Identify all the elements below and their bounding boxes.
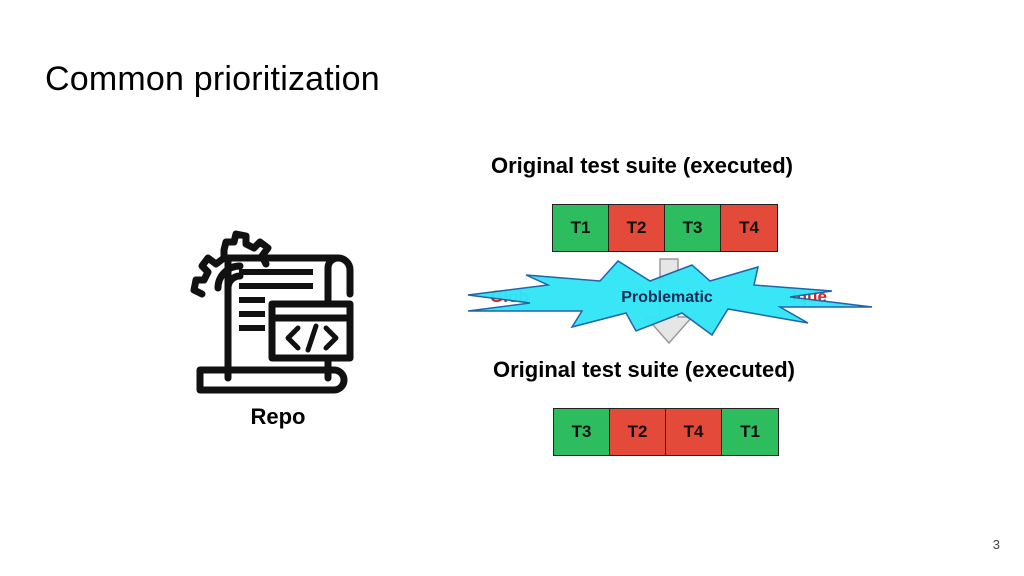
reordered-suite-heading: Original test suite (executed) xyxy=(493,357,795,382)
test-cell: T2 xyxy=(610,409,666,455)
test-label: T1 xyxy=(740,422,760,441)
test-label: T2 xyxy=(627,422,648,441)
test-label: T2 xyxy=(626,218,647,237)
slide-title: Common prioritization xyxy=(45,60,380,98)
reordered-suite-row: T3 T2 T4 T1 xyxy=(553,408,779,456)
test-label: T4 xyxy=(683,422,704,441)
test-cell: T4 xyxy=(721,205,777,251)
test-cell: T3 xyxy=(554,409,610,455)
code-repository-icon xyxy=(190,230,354,394)
test-label: T4 xyxy=(739,218,759,237)
test-cell: T1 xyxy=(553,205,609,251)
test-cell: T1 xyxy=(722,409,778,455)
test-label: T3 xyxy=(682,218,703,237)
test-label: T3 xyxy=(571,422,592,441)
test-cell: T2 xyxy=(609,205,665,251)
test-cell: T4 xyxy=(666,409,722,455)
repo-label: Repo xyxy=(250,404,306,429)
original-suite-row: T1 T2 T3 T4 xyxy=(552,204,778,252)
problematic-label: Problematic xyxy=(621,289,713,306)
test-label: T1 xyxy=(570,218,591,237)
page-number: 3 xyxy=(992,537,1000,552)
flow-graphic: Glob ique xyxy=(467,258,873,345)
original-suite-heading: Original test suite (executed) xyxy=(491,153,793,178)
problematic-burst-shape xyxy=(467,260,873,337)
test-cell: T3 xyxy=(665,205,721,251)
